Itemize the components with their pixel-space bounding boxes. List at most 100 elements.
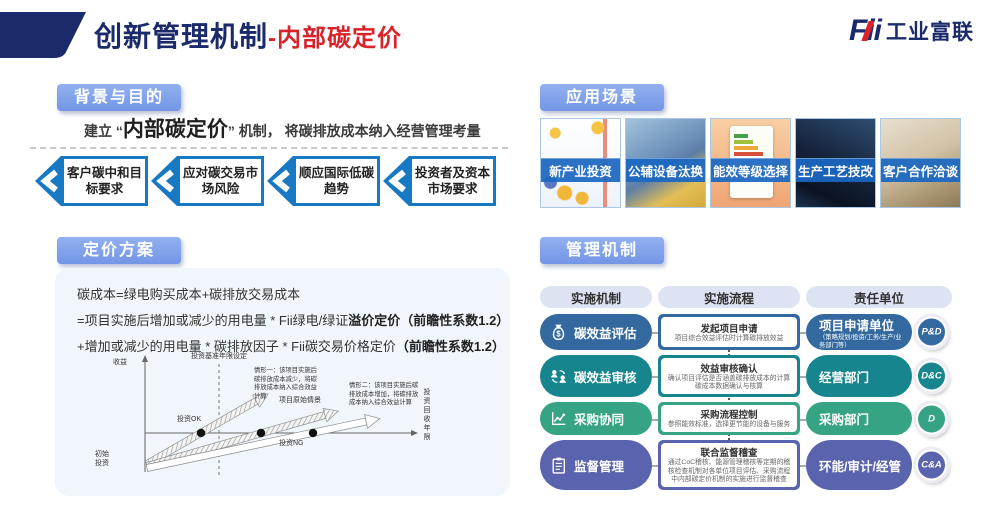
tile-utility-equipment-replacement: 公辅设备汰换 (625, 118, 706, 208)
process-dotted-connector (728, 330, 730, 468)
process-description: 项目综合效益评估时计算碳排放效益 (674, 334, 784, 342)
owner-name: 项目申请单位 (819, 318, 895, 333)
owner-cell: 采购部门 (806, 402, 912, 435)
connector-line (652, 376, 658, 378)
line-chart-icon (552, 412, 566, 425)
invest-ng-label: 投资NG (279, 440, 304, 447)
tile-energy-efficiency-rating: 能效等级选择 (710, 118, 791, 208)
connector-line (652, 465, 658, 467)
corner-banner-shape (0, 12, 86, 58)
formula3-prefix: +增加或减少的用电量 * 碳排放因子 * Fii碳交易价格定价 (77, 339, 396, 354)
pricing-card: 碳成本=绿电购买成本+碳排放交易成本 =项目实施后增加或减少的用电量 * Fii… (55, 268, 510, 496)
chevron-label: 应对碳交易市场风险 (177, 156, 264, 206)
responsibility-badge: C&A (916, 449, 947, 481)
svg-text:$: $ (556, 329, 561, 338)
chevron-item: 顺应国际低碳趋势 (267, 156, 380, 206)
connector-line (652, 418, 658, 421)
pricing-formula-line-1: 碳成本=绿电购买成本+碳排放交易成本 (77, 287, 301, 302)
purpose-statement: 建立 “内部碳定价” 机制， 将碳排放成本纳入经营管理考量 (84, 113, 481, 143)
purpose-suffix: ” 机制， 将碳排放成本纳入经营管理考量 (227, 123, 481, 139)
section-title-pricing: 定价方案 (57, 237, 181, 264)
left-arrow-icon (383, 156, 409, 206)
column-header-mechanism: 实施机制 (540, 286, 652, 308)
process-box: 联合监督稽查 通过CoC稽核、能源管理稽核等定期的稽核检查机制对各单位项目评估、… (661, 443, 797, 487)
x-axis-label: 投资回收年限 (423, 388, 430, 442)
mechanism-label: 碳效益评估 (574, 326, 637, 341)
owner-name: 采购部门 (819, 413, 870, 427)
process-title: 效益审核确认 (700, 363, 758, 375)
owner-sub: （策略规划/投资/工务/生产/业务部门等） (819, 333, 902, 349)
process-cell: 发起项目申请 项目综合效益评估时计算碳排放效益 (658, 314, 800, 350)
process-description: 通过CoC稽核、能源管理稽核等定期的稽核检查机制对各单位项目评估、采购流程中内部… (667, 459, 791, 484)
invest-ng-dot (308, 428, 318, 438)
roi-chart: 收益 投资基准年限设定 情形一：该项目实施后碳排放成本减少，将碳排放成本纳入综合… (61, 352, 507, 494)
process-title: 联合监督稽查 (700, 448, 758, 460)
owner-cell: 环能/审计/经管 (806, 440, 912, 490)
owner-cell: 项目申请单位 （策略规划/投资/工务/生产/业务部门等） (806, 314, 912, 350)
invest-ok-dot (196, 428, 206, 438)
process-box: 效益审核确认 确认项目评估是否涵盖碳排放成本的计算 碳成本数据确认与核算 (661, 358, 797, 394)
roi-chart-canvas (142, 355, 418, 476)
mechanism-cell: $ 碳效益评估 (540, 314, 652, 350)
purpose-highlight: 内部碳定价 (122, 118, 228, 141)
responsibility-badge: D (916, 403, 947, 434)
tile-label: 能效等级选择 (711, 158, 790, 182)
chevron-label: 投资者及资本市场要求 (409, 156, 496, 206)
connector-line (800, 376, 806, 378)
left-arrow-icon (35, 156, 61, 206)
section-title-application: 应用场景 (540, 84, 664, 111)
left-arrow-icon (267, 156, 293, 206)
mechanism-label: 监督管理 (574, 459, 625, 474)
tile-customer-negotiation: 客户合作洽谈 (880, 118, 961, 208)
pricing-formula-line-2: =项目实施后增加或减少的用电量 * Fii绿电/绿证溢价定价（前瞻性系数1.2） (77, 310, 509, 329)
baseline-label: 投资基准年限设定 (191, 353, 247, 360)
owner-name: 经营部门 (819, 370, 870, 385)
chevron-label: 顺应国际低碳趋势 (293, 156, 380, 206)
responsibility-badge: D&C (916, 360, 947, 392)
connector-line (800, 332, 806, 334)
section-title-background: 背景与目的 (57, 84, 181, 111)
tile-label: 客户合作洽谈 (881, 158, 960, 182)
process-cell: 联合监督稽查 通过CoC稽核、能源管理稽核等定期的稽核检查机制对各单位项目评估、… (658, 440, 800, 490)
application-tiles: 新产业投资 公辅设备汰换 能效等级选择 生产工艺技改 客户合作洽谈 (540, 118, 961, 208)
process-cell: 效益审核确认 确认项目评估是否涵盖碳排放成本的计算 碳成本数据确认与核算 (658, 355, 800, 397)
tile-label: 生产工艺技改 (796, 158, 875, 182)
logo-mark-wrap: Fii (849, 14, 882, 48)
table-row: 监督管理 联合监督稽查 通过CoC稽核、能源管理稽核等定期的稽核检查机制对各单位… (540, 440, 965, 490)
owner-name: 环能/审计/经管 (819, 459, 901, 474)
original-dot (256, 428, 266, 438)
formula2-prefix: =项目实施后增加或减少的用电量 * Fii绿电/绿证 (77, 313, 349, 328)
process-box: 发起项目申请 项目综合效益评估时计算碳排放效益 (661, 317, 797, 347)
mechanism-label: 采购协同 (574, 413, 625, 427)
connector-line (800, 418, 806, 421)
original-scenario-label: 项目原始情景 (279, 397, 321, 404)
mechanism-cell: 监督管理 (540, 440, 652, 490)
management-table: 实施机制 实施流程 责任单位 $ 碳效益评估 发起项目申请 项目综合效益评估时计… (540, 286, 965, 498)
tile-label: 公辅设备汰换 (626, 158, 705, 182)
column-header-owner: 责任单位 (806, 286, 952, 308)
tile-new-industry-investment: 新产业投资 (540, 118, 621, 208)
formula2-coefficient: （前瞻性系数1.2） (400, 313, 510, 328)
y-axis-label: 收益 (113, 359, 127, 366)
owner-cell: 经营部门 (806, 355, 912, 397)
people-exchange-icon (551, 369, 566, 383)
tile-process-improvement: 生产工艺技改 (795, 118, 876, 208)
left-arrow-icon (151, 156, 177, 206)
chevron-item: 应对碳交易市场风险 (151, 156, 264, 206)
formula2-bold: 溢价定价 (348, 313, 401, 328)
table-row: $ 碳效益评估 发起项目申请 项目综合效益评估时计算碳排放效益 项目申请单位 （… (540, 314, 965, 350)
chevron-label: 客户碳中和目标要求 (61, 156, 148, 206)
page-title: 创新管理机制-内部碳定价 (94, 15, 402, 55)
mechanism-label: 碳效益审核 (574, 370, 637, 385)
process-title: 发起项目申请 (700, 323, 758, 335)
dashed-separator (30, 147, 508, 149)
process-description: 确认项目评估是否涵盖碳排放成本的计算 碳成本数据确认与核算 (667, 374, 791, 390)
pricing-formula-line-3: +增加或减少的用电量 * 碳排放因子 * Fii碳交易价格定价（前瞻性系数1.2… (77, 336, 505, 355)
process-title: 采购流程控制 (700, 410, 758, 422)
mechanism-cell: 采购协同 (540, 402, 652, 435)
formula3-coefficient: （前瞻性系数1.2） (395, 339, 505, 354)
chevron-item: 客户碳中和目标要求 (35, 156, 148, 206)
driver-chevron-row: 客户碳中和目标要求 应对碳交易市场风险 顺应国际低碳趋势 投资者及资本市场要求 (35, 156, 496, 206)
process-box: 采购流程控制 参照能效标准，选择更节能的设备与服务 (661, 405, 797, 432)
